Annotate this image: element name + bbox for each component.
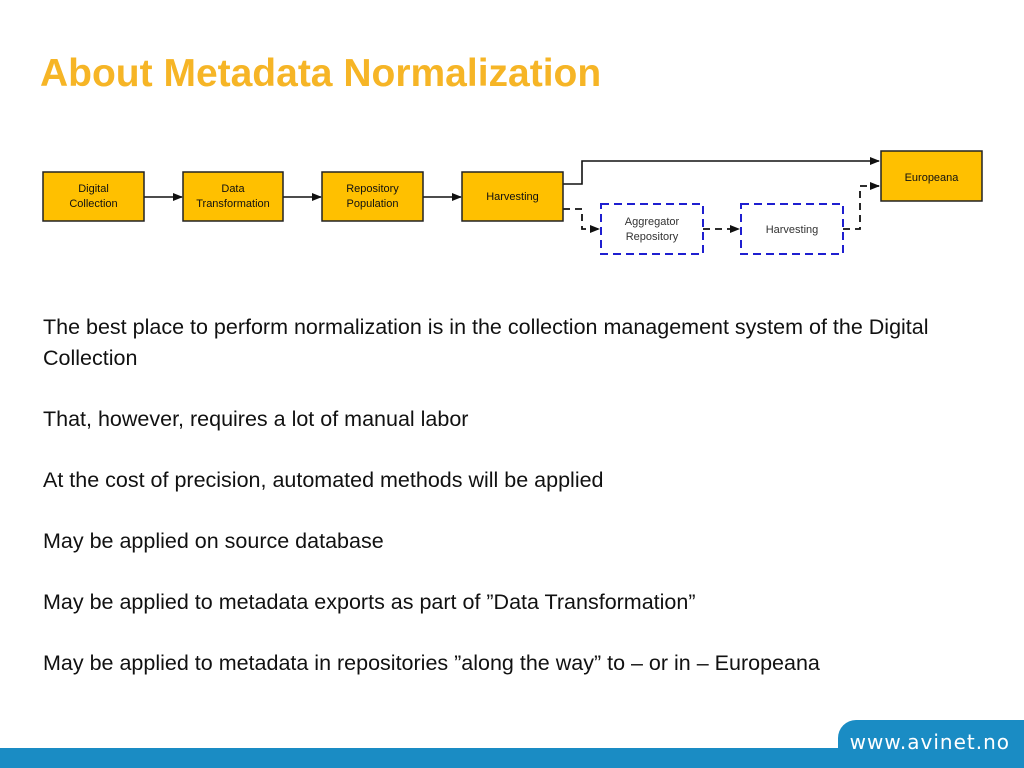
box-label: Repository (626, 231, 679, 243)
box-data-transformation: Data Transformation (182, 171, 284, 222)
box-label: Transformation (196, 198, 270, 210)
paragraph: May be applied to metadata exports as pa… (43, 589, 696, 614)
arrow-harvesting-to-aggregator (563, 208, 600, 233)
arrow-harvesting2-to-europeana (843, 182, 880, 230)
box-aggregator-repository: Aggregator Repository (600, 203, 704, 255)
box-label: Repository (346, 183, 399, 195)
arrow-harvesting-to-europeana (563, 157, 880, 185)
paragraph: The best place to perform normalization … (43, 315, 929, 370)
box-label: Harvesting (486, 191, 539, 203)
paragraph: That, however, requires a lot of manual … (43, 406, 469, 431)
box-label: Harvesting (766, 224, 819, 236)
paragraph: May be applied on source database (43, 528, 384, 553)
box-harvesting-2: Harvesting (740, 203, 844, 255)
box-label: Population (347, 198, 399, 210)
paragraph: May be applied to metadata in repositori… (43, 650, 820, 675)
box-harvesting: Harvesting (461, 171, 564, 222)
footer-bar (0, 748, 1024, 768)
box-label: Collection (69, 198, 117, 210)
footer-url: www.avinet.no (849, 730, 1010, 754)
box-digital-collection: Digital Collection (42, 171, 145, 222)
box-label: Aggregator (625, 216, 680, 228)
dashed-connectors (563, 182, 880, 233)
box-label: Europeana (905, 172, 960, 184)
box-repository-population: Repository Population (321, 171, 424, 222)
box-europeana: Europeana (880, 150, 983, 202)
box-label: Data (221, 183, 245, 195)
body-text: The best place to perform normalization … (43, 312, 1003, 709)
connectors (144, 157, 880, 201)
box-label: Digital (78, 183, 109, 195)
paragraph: At the cost of precision, automated meth… (43, 467, 604, 492)
slide-title: About Metadata Normalization (40, 52, 602, 95)
workflow-diagram: Digital Collection Data Transformation R… (42, 150, 983, 255)
footer-tab: www.avinet.no (838, 720, 1024, 768)
